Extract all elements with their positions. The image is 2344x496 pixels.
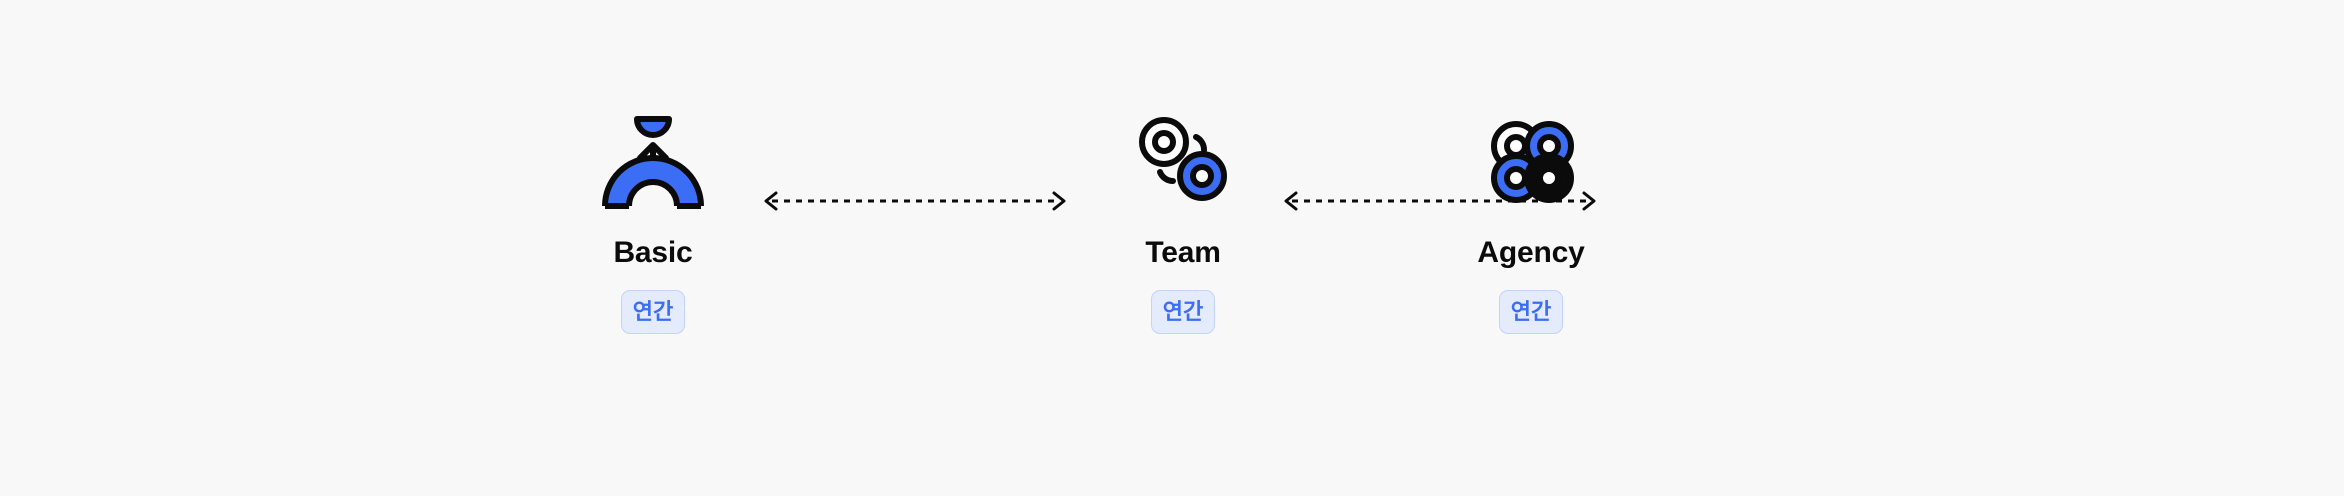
plan-card-basic[interactable]: Basic 연간 [533,110,773,334]
team-two-rings-icon [1128,110,1238,210]
billing-period-badge-team[interactable]: 연간 [1150,290,1216,334]
plan-card-agency[interactable]: Agency 연간 [1411,110,1651,334]
basic-upgrade-arch-icon [598,110,708,210]
agency-four-rings-icon [1476,110,1586,210]
plan-card-team[interactable]: Team 연간 [1063,110,1303,334]
plan-title-team: Team [1145,236,1221,269]
connector-basic-to-team [760,186,1070,216]
connector-team-to-agency [1280,186,1600,216]
plan-title-agency: Agency [1477,236,1585,269]
billing-period-badge-agency[interactable]: 연간 [1498,290,1564,334]
plan-title-basic: Basic [613,236,693,269]
billing-period-badge-basic[interactable]: 연간 [620,290,686,334]
